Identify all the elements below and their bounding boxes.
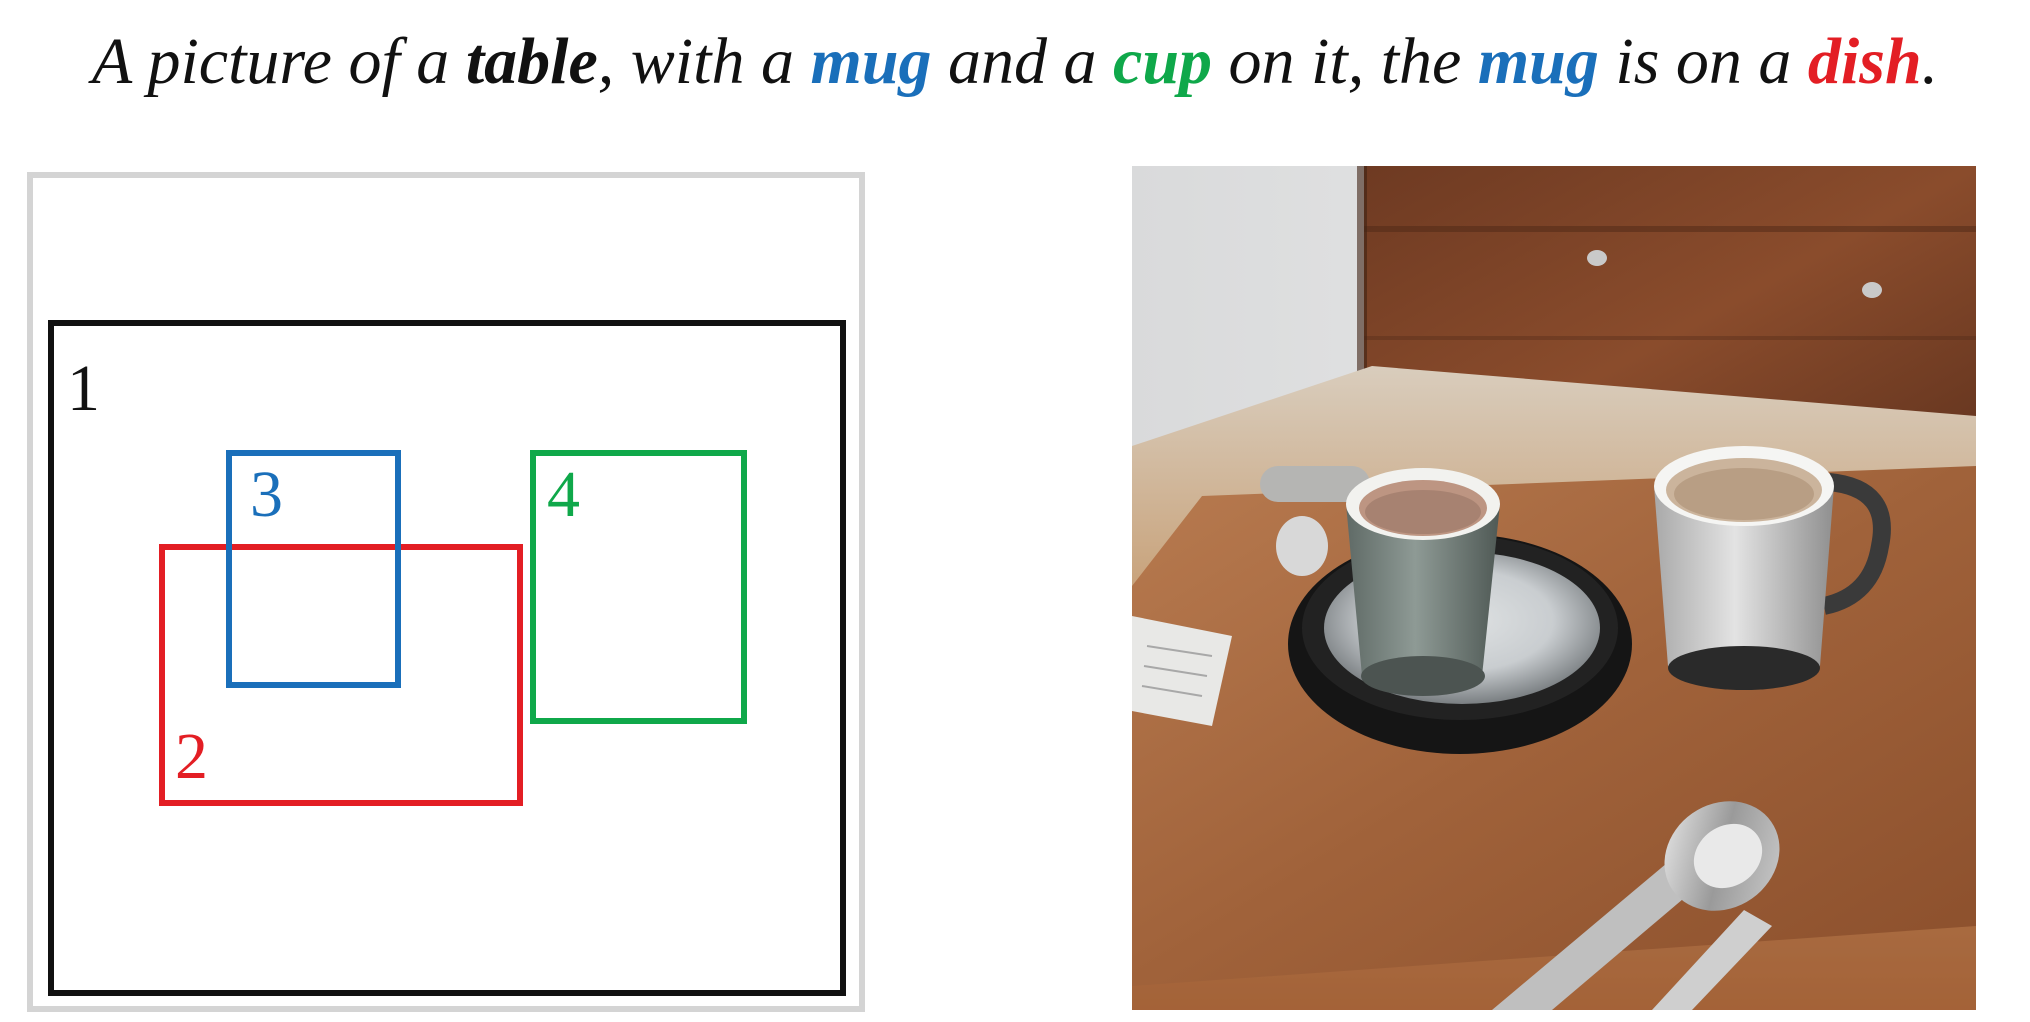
- layout-panel: 1 2 3 4: [27, 172, 865, 1012]
- caption-word-table: table: [465, 25, 598, 98]
- box-mug: [226, 450, 401, 688]
- caption-text-3: and a: [931, 25, 1114, 98]
- caption-end: .: [1921, 25, 1939, 98]
- box-dish: [159, 544, 523, 806]
- caption-text-2: , with a: [597, 25, 811, 98]
- caption-word-cup: cup: [1113, 25, 1213, 98]
- box-label-cup: 4: [547, 458, 580, 531]
- caption-intro: A picture of a: [91, 25, 466, 98]
- box-label-dish: 2: [175, 720, 208, 793]
- box-label-table: 1: [67, 352, 100, 425]
- caption-text-5: is on a: [1598, 25, 1808, 98]
- box-table: [48, 320, 846, 996]
- caption-word-mug: mug: [810, 25, 932, 98]
- caption-text-4: on it, the: [1212, 25, 1478, 98]
- box-label-mug: 3: [250, 458, 283, 531]
- box-cup: [530, 450, 747, 724]
- caption-word-dish: dish: [1807, 25, 1922, 98]
- caption: A picture of a table, with a mug and a c…: [0, 22, 2030, 102]
- caption-word-mug-2: mug: [1477, 25, 1599, 98]
- generated-image-svg: [1132, 166, 1976, 1010]
- generated-image: [1132, 166, 1976, 1010]
